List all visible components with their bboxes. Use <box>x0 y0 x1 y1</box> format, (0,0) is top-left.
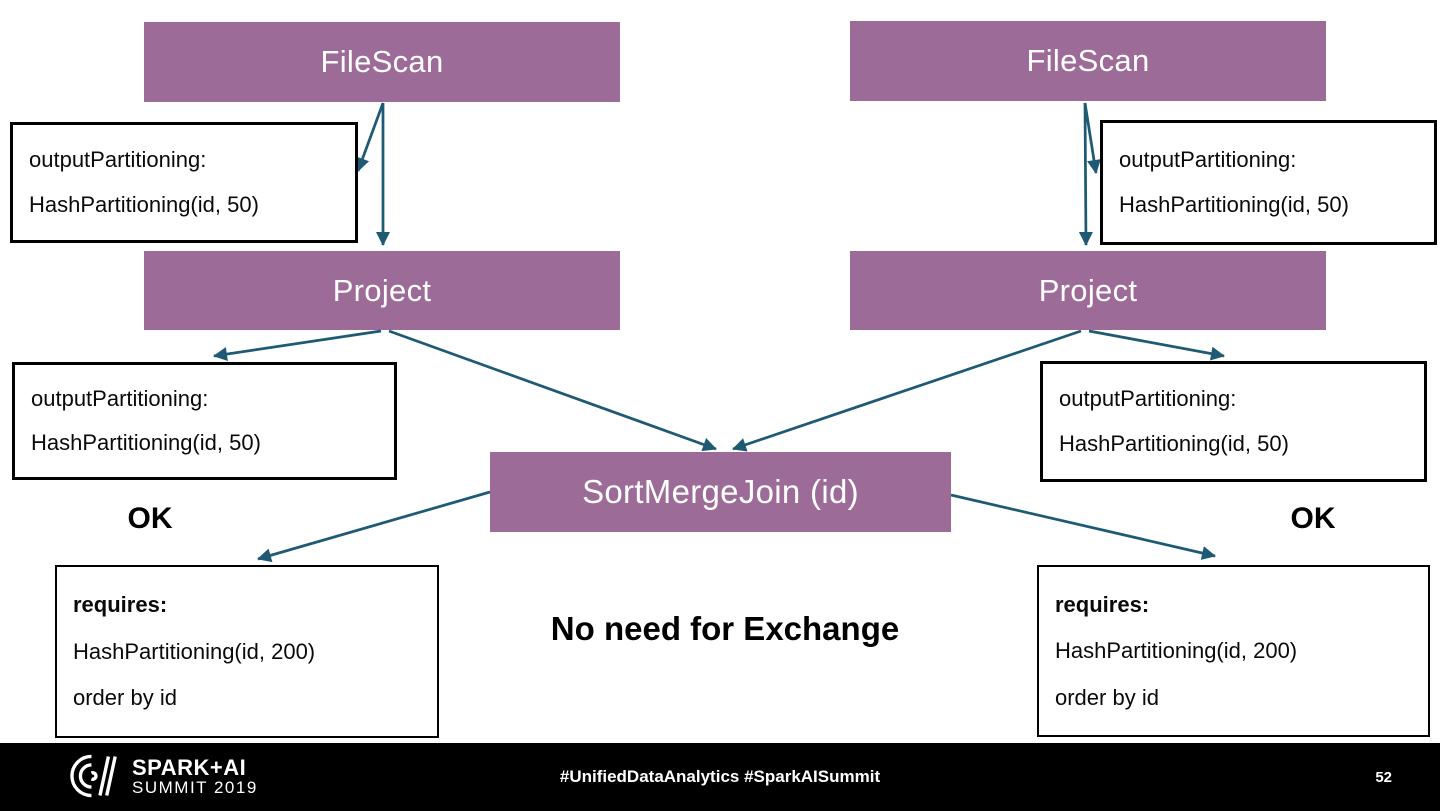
page-number: 52 <box>1375 768 1392 786</box>
label-line: HashPartitioning(id, 50) <box>29 191 259 217</box>
node-project-left: Project <box>144 251 620 330</box>
label-line: requires: <box>1055 591 1150 617</box>
label-line: order by id <box>73 685 177 711</box>
label-line: HashPartitioning(id, 200) <box>73 638 316 664</box>
ok-annotation-right: OK <box>1290 502 1336 535</box>
label-requires-right: requires: HashPartitioning(id, 200) orde… <box>1037 565 1430 737</box>
label-output-partitioning-project-right: outputPartitioning: HashPartitioning(id,… <box>1040 361 1427 482</box>
label-requires-left: requires: HashPartitioning(id, 200) orde… <box>55 565 439 738</box>
label-line: HashPartitioning(id, 200) <box>1055 638 1298 663</box>
arrow-project-left-to-sort-merge-join <box>388 329 717 452</box>
label-output-partitioning-filescan-right: outputPartitioning: HashPartitioning(id,… <box>1100 120 1437 245</box>
label-line: HashPartitioning(id, 50) <box>31 429 261 455</box>
arrow-project-right-to-partition-label <box>1088 329 1225 361</box>
logo-text: SPARK+AI SUMMIT 2019 <box>132 754 258 797</box>
label-output-partitioning-project-left: outputPartitioning: HashPartitioning(id,… <box>12 362 397 480</box>
ok-annotation-left: OK <box>127 502 173 535</box>
node-project-right: Project <box>850 251 1326 330</box>
label-line: outputPartitioning: <box>29 147 207 173</box>
center-note: No need for Exchange <box>550 610 900 647</box>
arrow-filescan-right-to-project-right <box>1078 102 1093 246</box>
arrow-project-right-to-sort-merge-join <box>732 329 1082 452</box>
label-line: outputPartitioning: <box>31 386 209 412</box>
arrow-project-left-to-partition-label <box>213 329 382 361</box>
spark-ai-logo-mark-icon <box>66 749 122 803</box>
label-line: outputPartitioning: <box>1119 146 1297 172</box>
label-line: HashPartitioning(id, 50) <box>1119 192 1349 218</box>
footer-bar: SPARK+AI SUMMIT 2019 #UnifiedDataAnalyti… <box>0 743 1440 811</box>
label-line: requires: <box>73 591 168 617</box>
node-filescan-right: FileScan <box>850 21 1326 101</box>
label-line: outputPartitioning: <box>1059 386 1237 412</box>
arrow-sort-merge-join-to-requires-right <box>950 493 1216 560</box>
logo-subtitle: SUMMIT 2019 <box>132 777 258 797</box>
arrow-sort-merge-join-to-requires-left <box>257 490 491 563</box>
arrow-filescan-right-to-partition-label <box>1083 102 1101 174</box>
logo-title: SPARK+AI <box>132 754 247 780</box>
node-sort-merge-join: SortMergeJoin (id) <box>490 452 951 532</box>
label-line: order by id <box>1055 684 1159 710</box>
node-filescan-left: FileScan <box>144 22 620 102</box>
label-output-partitioning-filescan-left: outputPartitioning: HashPartitioning(id,… <box>10 122 358 243</box>
footer-hashtags: #UnifiedDataAnalytics #SparkAISummit <box>559 767 881 786</box>
arrow-filescan-left-to-partition-label <box>355 102 385 172</box>
label-line: HashPartitioning(id, 50) <box>1059 430 1289 456</box>
spark-ai-summit-logo: SPARK+AI SUMMIT 2019 <box>66 749 258 803</box>
